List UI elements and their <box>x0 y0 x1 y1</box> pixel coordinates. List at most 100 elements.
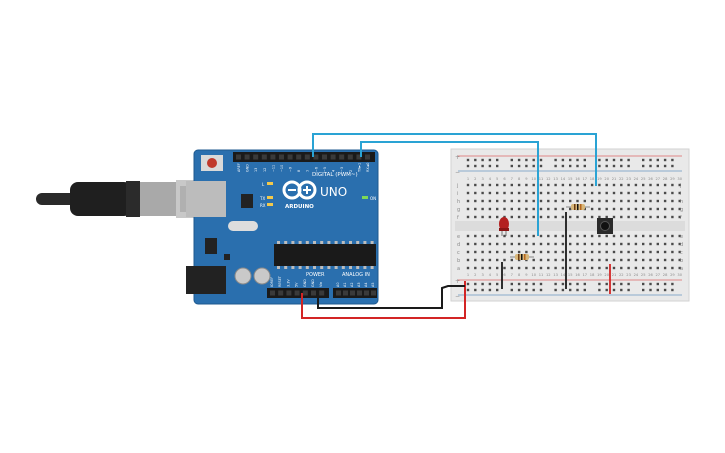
breadboard-hole[interactable] <box>671 250 674 254</box>
breadboard-hole[interactable] <box>627 282 630 286</box>
breadboard-hole[interactable] <box>627 183 630 187</box>
breadboard-hole[interactable] <box>598 215 601 219</box>
breadboard-hole[interactable] <box>525 191 528 195</box>
breadboard-hole[interactable] <box>678 258 681 262</box>
breadboard-hole[interactable] <box>656 266 659 270</box>
breadboard-hole[interactable] <box>583 158 586 162</box>
breadboard-hole[interactable] <box>517 158 521 162</box>
breadboard-hole[interactable] <box>525 158 528 162</box>
breadboard-hole[interactable] <box>590 234 594 238</box>
breadboard-hole[interactable] <box>583 288 586 292</box>
breadboard-hole[interactable] <box>678 207 681 211</box>
resistor-bottom[interactable] <box>510 254 534 260</box>
breadboard-hole[interactable] <box>532 158 535 162</box>
breadboard-hole[interactable] <box>612 250 616 254</box>
breadboard-hole[interactable] <box>496 183 499 187</box>
breadboard-hole[interactable] <box>620 250 623 254</box>
breadboard-hole[interactable] <box>634 199 638 203</box>
breadboard-hole[interactable] <box>474 164 477 168</box>
breadboard-hole[interactable] <box>627 215 630 219</box>
breadboard-hole[interactable] <box>481 250 484 254</box>
breadboard-hole[interactable] <box>649 183 652 187</box>
breadboard-hole[interactable] <box>569 282 572 286</box>
breadboard-hole[interactable] <box>474 242 477 246</box>
breadboard-hole[interactable] <box>649 158 652 162</box>
breadboard-hole[interactable] <box>598 234 601 238</box>
breadboard-hole[interactable] <box>554 258 557 262</box>
breadboard-hole[interactable] <box>642 266 645 270</box>
breadboard-hole[interactable] <box>561 250 565 254</box>
breadboard-hole[interactable] <box>481 288 484 292</box>
breadboard-hole[interactable] <box>569 215 572 219</box>
breadboard-hole[interactable] <box>532 282 535 286</box>
breadboard-hole[interactable] <box>488 158 492 162</box>
breadboard-hole[interactable] <box>517 207 521 211</box>
breadboard-hole[interactable] <box>510 207 513 211</box>
breadboard-hole[interactable] <box>605 266 608 270</box>
breadboard-hole[interactable] <box>503 242 506 246</box>
breadboard-hole[interactable] <box>576 258 579 262</box>
breadboard-hole[interactable] <box>671 191 674 195</box>
breadboard-hole[interactable] <box>642 250 645 254</box>
breadboard-hole[interactable] <box>649 199 652 203</box>
breadboard-hole[interactable] <box>539 199 543 203</box>
breadboard-hole[interactable] <box>583 164 586 168</box>
breadboard-hole[interactable] <box>488 266 492 270</box>
breadboard-hole[interactable] <box>671 258 674 262</box>
breadboard-hole[interactable] <box>503 215 506 219</box>
breadboard-hole[interactable] <box>481 158 484 162</box>
breadboard-hole[interactable] <box>561 158 565 162</box>
breadboard-hole[interactable] <box>598 183 601 187</box>
header-hole[interactable] <box>311 290 316 296</box>
breadboard-hole[interactable] <box>642 282 645 286</box>
breadboard-hole[interactable] <box>612 242 616 246</box>
breadboard-hole[interactable] <box>517 234 521 238</box>
wire-red-5v[interactable] <box>301 281 466 319</box>
push-button[interactable] <box>597 218 613 234</box>
breadboard-hole[interactable] <box>569 199 572 203</box>
breadboard-hole[interactable] <box>583 199 586 203</box>
breadboard-hole[interactable] <box>474 258 477 262</box>
breadboard-hole[interactable] <box>663 183 667 187</box>
breadboard-hole[interactable] <box>532 258 535 262</box>
breadboard-hole[interactable] <box>576 158 579 162</box>
breadboard-hole[interactable] <box>525 199 528 203</box>
breadboard-hole[interactable] <box>620 207 623 211</box>
breadboard-hole[interactable] <box>517 266 521 270</box>
breadboard-hole[interactable] <box>642 215 645 219</box>
breadboard-hole[interactable] <box>656 164 659 168</box>
breadboard-hole[interactable] <box>620 199 623 203</box>
breadboard-hole[interactable] <box>620 258 623 262</box>
header-hole[interactable] <box>302 290 308 296</box>
breadboard-hole[interactable] <box>649 266 652 270</box>
breadboard-hole[interactable] <box>532 266 535 270</box>
breadboard-hole[interactable] <box>474 234 477 238</box>
breadboard-hole[interactable] <box>474 215 477 219</box>
breadboard-hole[interactable] <box>547 191 550 195</box>
breadboard-hole[interactable] <box>627 266 630 270</box>
header-hole[interactable] <box>270 154 276 160</box>
breadboard-hole[interactable] <box>466 258 470 262</box>
breadboard-hole[interactable] <box>598 164 601 168</box>
breadboard-hole[interactable] <box>569 207 572 211</box>
breadboard-hole[interactable] <box>517 242 521 246</box>
breadboard-hole[interactable] <box>642 183 645 187</box>
breadboard-hole[interactable] <box>539 250 543 254</box>
breadboard-hole[interactable] <box>539 282 543 286</box>
breadboard-hole[interactable] <box>532 164 535 168</box>
breadboard-hole[interactable] <box>620 191 623 195</box>
breadboard-hole[interactable] <box>663 158 667 162</box>
breadboard-hole[interactable] <box>576 266 579 270</box>
breadboard-hole[interactable] <box>488 242 492 246</box>
breadboard-hole[interactable] <box>678 250 681 254</box>
breadboard-hole[interactable] <box>678 191 681 195</box>
breadboard-hole[interactable] <box>598 207 601 211</box>
breadboard-hole[interactable] <box>510 191 513 195</box>
breadboard-hole[interactable] <box>605 215 608 219</box>
breadboard-hole[interactable] <box>583 191 586 195</box>
breadboard-hole[interactable] <box>583 258 586 262</box>
breadboard-hole[interactable] <box>496 207 499 211</box>
breadboard-hole[interactable] <box>569 242 572 246</box>
breadboard-hole[interactable] <box>663 282 667 286</box>
header-hole[interactable] <box>365 154 370 160</box>
